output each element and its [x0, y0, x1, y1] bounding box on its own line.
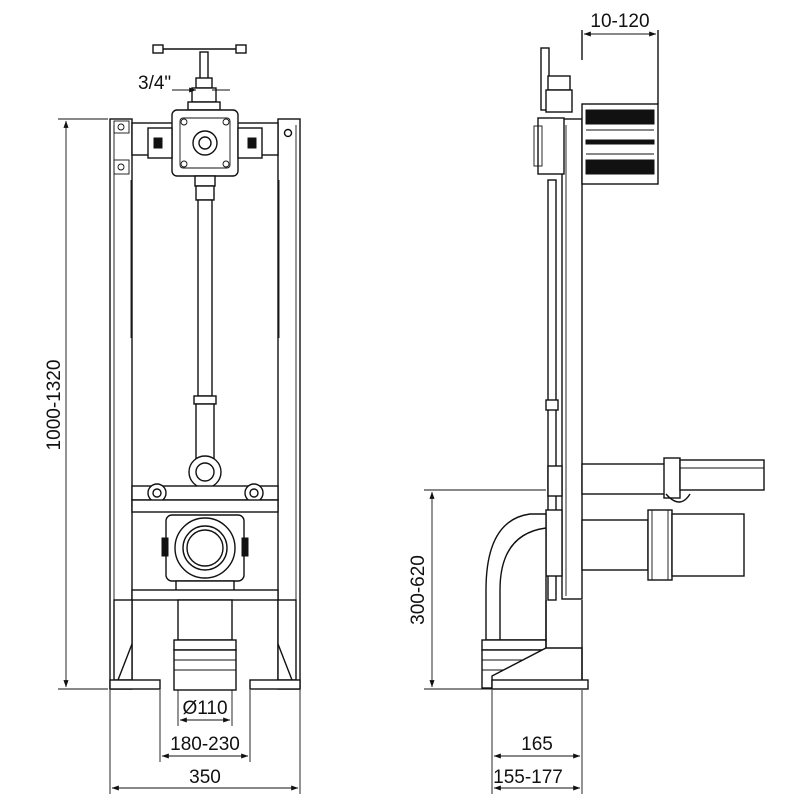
side-view: 10-120	[408, 11, 765, 794]
drain-pipe	[173, 599, 237, 691]
dimension-depth: 165	[491, 690, 583, 794]
fixing-clip-icon	[113, 120, 130, 175]
pipe-diameter-label: Ø110	[182, 698, 227, 719]
drain-bend	[481, 513, 589, 690]
dimension-outlet-spacing: 180-230	[159, 690, 251, 762]
drain-elbow	[161, 514, 249, 600]
dimension-outlet-height: 300-620	[408, 489, 546, 690]
outlet-offset-label: 155-177	[493, 767, 563, 788]
bottom-crossbar	[131, 589, 279, 601]
adjust-depth-label: 10-120	[590, 11, 649, 32]
outlet-height-label: 300-620	[408, 555, 429, 625]
dimension-adjust-depth: 10-120	[583, 11, 657, 37]
dimension-height: 1000-1320	[44, 118, 108, 690]
dimension-diameter: Ø110	[177, 690, 233, 726]
wall-bracket	[533, 30, 659, 185]
front-view: 3/4" 1000-1320 Ø110 180-230	[44, 44, 301, 794]
dimension-width: 350	[109, 690, 301, 794]
drain-connector	[545, 509, 745, 581]
valve-assembly	[147, 44, 263, 187]
width-label: 350	[189, 767, 221, 788]
supply-connector	[547, 457, 765, 503]
feet	[109, 599, 301, 690]
outlet-spacing-label: 180-230	[170, 734, 240, 755]
side-upright	[561, 118, 583, 600]
dimension-outlet-offset: 155-177	[493, 767, 581, 791]
thread-label: 3/4"	[138, 73, 171, 94]
height-label: 1000-1320	[44, 360, 65, 451]
depth-label: 165	[521, 734, 553, 755]
lower-crossbar	[131, 483, 279, 513]
dimension-thread: 3/4"	[138, 73, 230, 94]
supply-pipe	[188, 185, 222, 489]
